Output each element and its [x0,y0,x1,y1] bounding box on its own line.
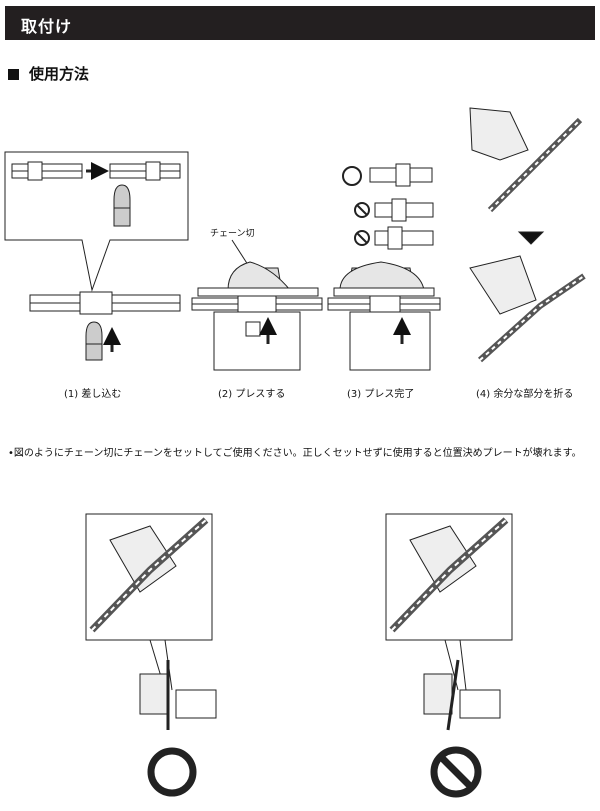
step4-illustration [469,107,586,363]
tool-label: チェーン切 [210,228,255,239]
step2-caption: (2) プレスする [218,389,286,400]
header-title: 取付け [21,17,73,36]
step3-illustration [327,163,441,371]
square-bullet-icon [8,69,19,80]
step4-caption: (4) 余分な部分を折る [476,389,574,400]
header-bar: 取付け [5,6,595,40]
down-arrow-icon [517,231,545,245]
prohibited-mark-icon [430,746,482,798]
correct-setup-illustration [85,513,217,797]
wrong-setup-illustration [385,513,513,798]
correct-mark-icon [147,747,197,797]
step1-caption: (1) 差し込む [64,389,122,400]
step1-illustration [4,151,189,361]
usage-note: •図のようにチェーン切にチェーンをセットしてご使用ください。正しくセットせずに使… [8,448,582,459]
step2-illustration [191,239,323,371]
section-heading: 使用方法 [8,63,89,84]
step3-caption: (3) プレス完了 [347,389,415,400]
section-title: 使用方法 [29,65,90,83]
